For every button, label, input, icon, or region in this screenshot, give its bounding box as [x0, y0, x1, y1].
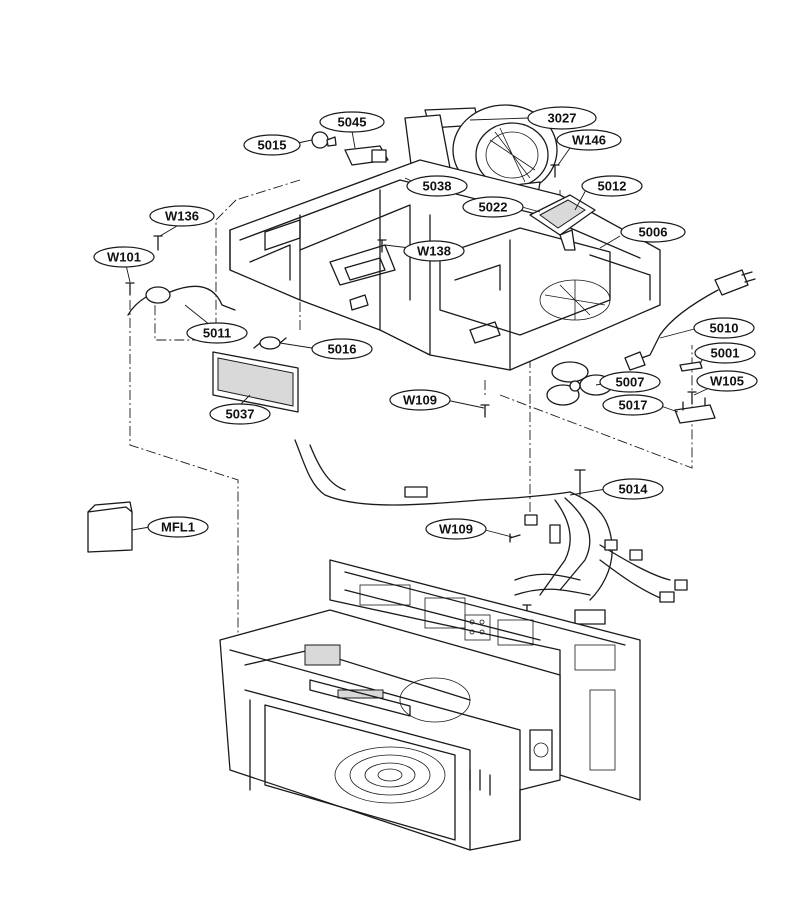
callout-label: W136 [165, 209, 199, 224]
callout-5037: 5037 [209, 403, 271, 425]
damper-part [529, 194, 596, 251]
callout-label: 5037 [226, 407, 255, 422]
callout-label: W101 [107, 250, 141, 265]
callout-label: 5015 [258, 138, 287, 153]
callout-label: 5045 [338, 115, 367, 130]
callout-5014: 5014 [602, 478, 664, 500]
callout-label: 5017 [619, 398, 648, 413]
thermostat-part [127, 285, 236, 316]
callout-label: W109 [439, 522, 473, 537]
wire-harness-part [294, 439, 688, 625]
callout-5015: 5015 [243, 134, 301, 156]
callout-label: 5011 [203, 326, 231, 341]
callout-5006: 5006 [620, 221, 686, 243]
callout-W136: W136 [149, 205, 215, 227]
callout-label: 5001 [711, 346, 740, 361]
callout-label: W105 [710, 374, 744, 389]
motor-bracket-part [674, 361, 716, 424]
screw-parts [125, 164, 697, 618]
callout-5010: 5010 [693, 317, 755, 339]
callout-W101: W101 [93, 246, 155, 268]
callout-label: W146 [572, 133, 606, 148]
callout-label: 5010 [710, 321, 739, 336]
callout-label: W109 [403, 393, 437, 408]
callout-5012: 5012 [581, 175, 643, 197]
callout-label: 5014 [619, 482, 649, 497]
callout-5017: 5017 [602, 394, 664, 416]
callout-label: 5016 [328, 342, 357, 357]
callout-label: MFL1 [161, 520, 195, 535]
callout-5011: 5011 [186, 322, 248, 344]
callout-label: 5012 [598, 179, 627, 194]
alignment-lines [129, 179, 693, 640]
callout-W109-top: W109 [389, 389, 451, 411]
callout-label: 5007 [616, 375, 645, 390]
power-cord-part [624, 269, 756, 371]
callout-W138: W138 [403, 240, 465, 262]
callout-5016: 5016 [311, 338, 373, 360]
callout-5045: 5045 [319, 111, 385, 133]
callout-5007: 5007 [599, 371, 661, 393]
callout-label: 3027 [548, 111, 577, 126]
callout-label: 5038 [423, 179, 452, 194]
callout-5022: 5022 [462, 196, 524, 218]
callout-3027: 3027 [527, 106, 597, 130]
callout-W109-bottom: W109 [425, 518, 487, 540]
callout-5001: 5001 [694, 342, 756, 364]
callout-W105: W105 [696, 370, 758, 392]
oven-cavity-part [219, 559, 641, 851]
grease-filter-part [212, 351, 299, 413]
callout-label: 5022 [479, 200, 508, 215]
callout-W146: W146 [556, 129, 622, 151]
callout-label: 5006 [639, 225, 668, 240]
manual-part [87, 501, 133, 553]
callout-label: W138 [417, 244, 451, 259]
callout-MFL1: MFL1 [147, 516, 209, 538]
callout-5038: 5038 [406, 175, 468, 197]
